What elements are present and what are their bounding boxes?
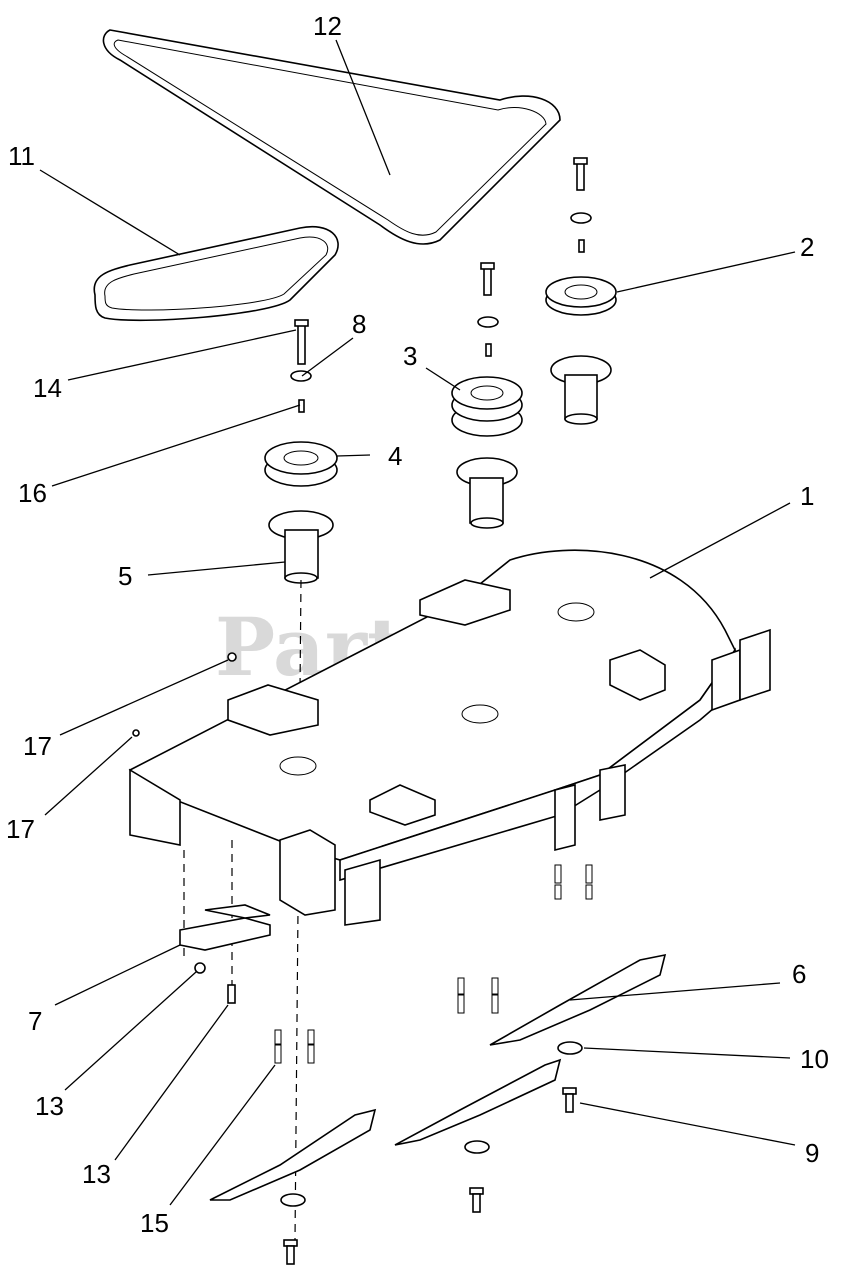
blade-washer[interactable] [557, 1041, 583, 1055]
fastener-lower[interactable] [132, 729, 140, 737]
callout-13-lower: 13 [82, 1159, 111, 1189]
callout-16: 16 [18, 478, 47, 508]
blade-bolt-middle[interactable] [469, 1187, 484, 1213]
blade-middle[interactable] [394, 1058, 562, 1146]
callout-2: 2 [800, 232, 814, 262]
blade-left[interactable] [209, 1108, 377, 1201]
callout-17-lower: 17 [6, 814, 35, 844]
mower-deck[interactable] [128, 549, 771, 926]
callout-5: 5 [118, 561, 132, 591]
callout-10: 10 [800, 1044, 829, 1074]
fastener-upper[interactable] [227, 652, 237, 662]
baffle[interactable] [179, 904, 271, 951]
bolt-small[interactable] [227, 984, 236, 1004]
spindle-assembly-center[interactable] [451, 262, 523, 529]
blade-bolt[interactable] [562, 1087, 577, 1113]
nut-small[interactable] [194, 962, 206, 974]
belt-long[interactable] [102, 29, 561, 245]
blade-bolt-left[interactable] [283, 1239, 298, 1265]
deck-bolts[interactable] [554, 864, 593, 900]
callout-1: 1 [800, 481, 814, 511]
callout-7: 7 [28, 1006, 42, 1036]
callout-11: 11 [8, 141, 35, 171]
spindle-assembly-right[interactable] [545, 157, 617, 425]
callout-9: 9 [805, 1138, 819, 1168]
belt-short[interactable] [93, 225, 339, 322]
spindle-assembly-left[interactable] [264, 319, 338, 584]
callout-6: 6 [792, 959, 806, 989]
blade-washer-middle[interactable] [464, 1140, 490, 1154]
callout-14: 14 [33, 373, 62, 403]
callout-13-upper: 13 [35, 1091, 64, 1121]
callout-15: 15 [140, 1208, 169, 1238]
callout-17-upper: 17 [23, 731, 52, 761]
callout-4: 4 [388, 441, 402, 471]
blade-washer-left[interactable] [280, 1193, 306, 1207]
leader-lines [39, 39, 796, 1206]
callout-8: 8 [352, 309, 366, 339]
callout-12: 12 [313, 11, 342, 41]
blade-bolts[interactable] [274, 977, 499, 1064]
callout-3: 3 [403, 341, 417, 371]
